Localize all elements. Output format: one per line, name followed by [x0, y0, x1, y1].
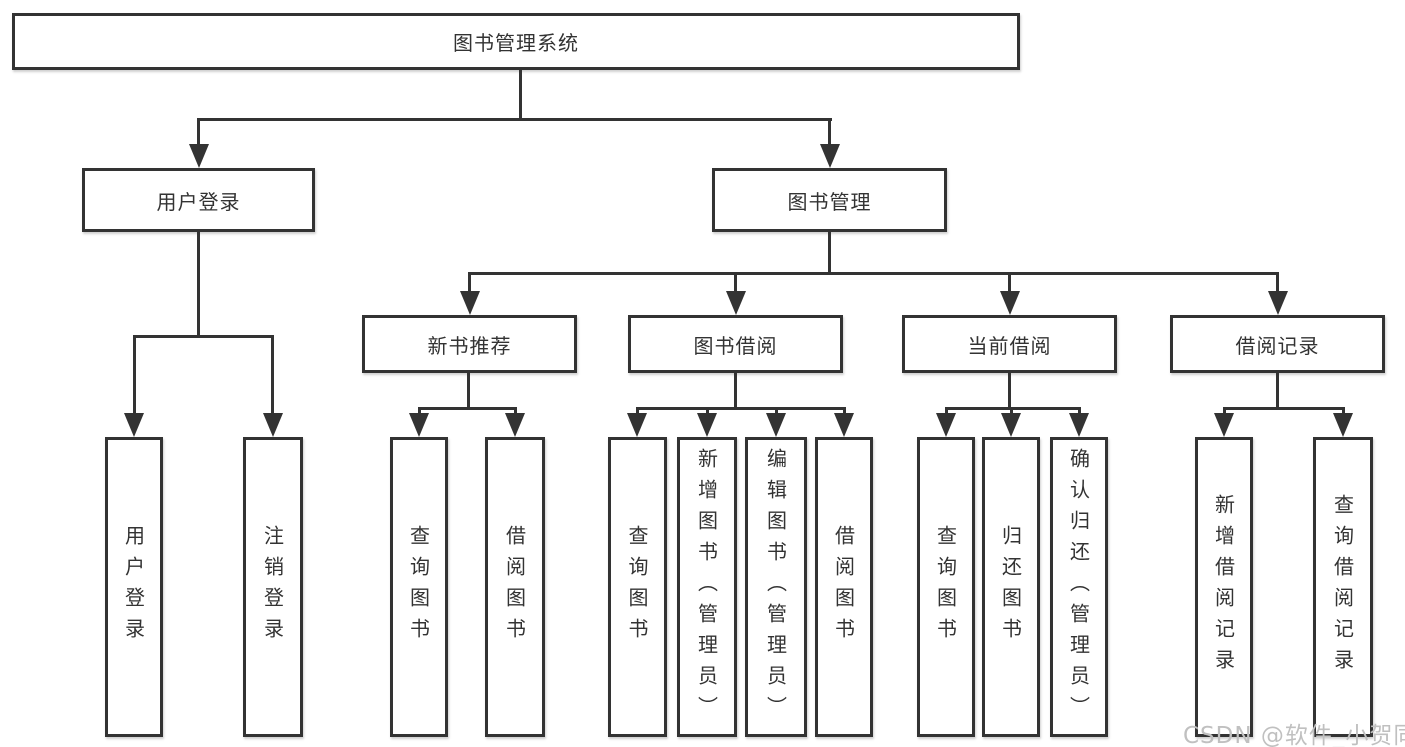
connector-newrec-rail: [418, 407, 517, 410]
connector-shaft: [734, 272, 737, 293]
arrow-down-icon: [1333, 413, 1353, 437]
node-book-borrowing: 图书借阅: [628, 315, 843, 373]
node-new-book-recommend: 新书推荐: [362, 315, 577, 373]
leaf-user-login: 用户登录: [105, 437, 163, 737]
leaf-bb-borrow-books: 借阅图书: [815, 437, 873, 737]
node-book-management: 图书管理: [712, 168, 947, 232]
connector-records-stem: [1276, 373, 1279, 407]
node-label: 当前借阅: [967, 333, 1052, 358]
leaf-label: 编辑图书（管理员）: [763, 447, 788, 727]
leaf-br-query-record: 查询借阅记录: [1313, 437, 1373, 737]
leaf-label: 归还图书: [998, 525, 1023, 649]
connector-shaft: [1276, 272, 1279, 293]
leaf-label: 新增借阅记录: [1211, 494, 1236, 680]
arrow-down-icon: [1069, 413, 1089, 437]
leaf-bb-add-books-admin: 新增图书（管理员）: [677, 437, 737, 737]
connector-shaft: [828, 118, 831, 146]
arrow-down-icon: [505, 413, 525, 437]
arrow-down-icon: [189, 144, 209, 168]
node-label: 图书管理系统: [453, 31, 579, 55]
node-label: 图书借阅: [693, 333, 778, 358]
leaf-logout: 注销登录: [243, 437, 303, 737]
arrow-down-icon: [820, 144, 840, 168]
arrow-down-icon: [409, 413, 429, 437]
leaf-br-add-record: 新增借阅记录: [1195, 437, 1253, 737]
arrow-down-icon: [627, 413, 647, 437]
watermark: CSDN @软件_小贺同学: [1183, 723, 1405, 747]
leaf-label: 查询图书: [625, 525, 649, 649]
arrow-down-icon: [1001, 413, 1021, 437]
leaf-rec-query-books: 查询图书: [390, 437, 448, 737]
arrow-down-icon: [834, 413, 854, 437]
connector-shaft: [843, 407, 846, 415]
connector-shaft: [636, 407, 639, 415]
leaf-label: 查询图书: [933, 525, 958, 649]
connector-root-rail: [198, 118, 832, 121]
node-label: 借阅记录: [1235, 333, 1320, 358]
connector-userlogin-stem: [197, 232, 200, 335]
connector-userlogin-rail: [133, 335, 274, 338]
node-borrow-records: 借阅记录: [1170, 315, 1385, 373]
connector-shaft: [775, 407, 778, 415]
leaf-label: 查询图书: [406, 525, 431, 649]
node-label: 用户登录: [156, 189, 241, 214]
leaf-rec-borrow-books: 借阅图书: [485, 437, 545, 737]
leaf-cb-query-books: 查询图书: [917, 437, 975, 737]
leaf-cb-return-books: 归还图书: [982, 437, 1040, 737]
connector-newrec-stem: [467, 373, 470, 407]
arrow-down-icon: [697, 413, 717, 437]
arrow-down-icon: [766, 413, 786, 437]
leaf-cb-confirm-return-admin: 确认归还（管理员）: [1050, 437, 1108, 737]
node-label: 图书管理: [787, 189, 872, 214]
arrow-down-icon: [936, 413, 956, 437]
connector-shaft: [706, 407, 709, 415]
connector-shaft: [1010, 407, 1013, 415]
connector-shaft: [468, 272, 471, 293]
connector-current-stem: [1008, 373, 1011, 407]
arrow-down-icon: [1214, 413, 1234, 437]
leaf-label: 借阅图书: [502, 525, 527, 649]
arrow-down-icon: [1268, 291, 1288, 315]
leaf-label: 借阅图书: [831, 525, 856, 649]
connector-shaft: [197, 118, 200, 146]
connector-shaft: [1078, 407, 1081, 415]
arrow-down-icon: [460, 291, 480, 315]
leaf-label: 新增图书（管理员）: [694, 447, 719, 727]
connector-bookmgmt-stem: [828, 232, 831, 272]
arrow-down-icon: [1000, 291, 1020, 315]
leaf-label: 确认归还（管理员）: [1066, 447, 1091, 727]
leaf-bb-edit-books-admin: 编辑图书（管理员）: [745, 437, 807, 737]
node-user-login: 用户登录: [82, 168, 315, 232]
connector-shaft: [271, 335, 274, 415]
connector-records-rail: [1223, 407, 1344, 410]
connector-shaft: [1342, 407, 1345, 415]
leaf-label: 用户登录: [121, 525, 146, 649]
connector-shaft: [514, 407, 517, 415]
connector-bookmgmt-rail: [468, 272, 1279, 275]
connector-borrow-rail: [636, 407, 845, 410]
leaf-label: 注销登录: [260, 525, 285, 649]
node-library-system: 图书管理系统: [12, 13, 1020, 70]
connector-root-stem: [519, 70, 522, 118]
arrow-down-icon: [726, 291, 746, 315]
connector-shaft: [133, 335, 136, 415]
arrow-down-icon: [263, 413, 283, 437]
node-label: 新书推荐: [427, 333, 512, 358]
leaf-label: 查询借阅记录: [1330, 494, 1355, 680]
connector-shaft: [1008, 272, 1011, 293]
connector-borrow-stem: [734, 373, 737, 407]
arrow-down-icon: [124, 413, 144, 437]
connector-shaft: [1223, 407, 1226, 415]
leaf-bb-query-books: 查询图书: [608, 437, 667, 737]
node-current-borrowing: 当前借阅: [902, 315, 1117, 373]
connector-shaft: [945, 407, 948, 415]
connector-shaft: [418, 407, 421, 415]
